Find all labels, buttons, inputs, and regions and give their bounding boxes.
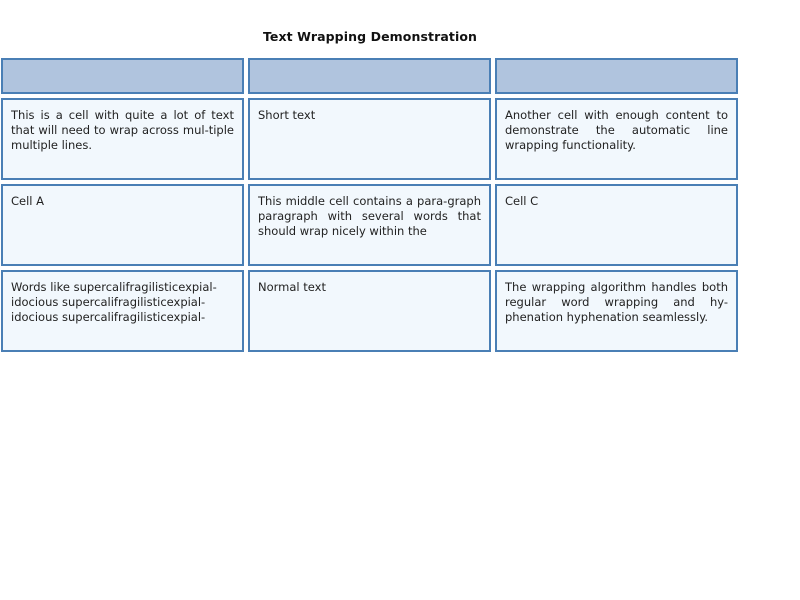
cell-text-r3c2: Normal text: [258, 280, 326, 294]
table-header: [1, 58, 738, 94]
table-body: This is a cell with quite a lot of text …: [1, 98, 738, 352]
table-cell-r3c3[interactable]: The wrapping algorithm handles both regu…: [495, 270, 738, 352]
cell-text-r1c1: This is a cell with quite a lot of text …: [11, 108, 234, 152]
cell-text-r2c1: Cell A: [11, 194, 45, 208]
header-cell-3[interactable]: [495, 58, 738, 94]
text-wrapping-table: This is a cell with quite a lot of text …: [0, 54, 742, 356]
cell-text-r3c1: Words like supercalifragilisticexpial-id…: [11, 280, 217, 324]
cell-text-r1c2: Short text: [258, 108, 316, 122]
table-cell-r3c1[interactable]: Words like supercalifragilisticexpial-id…: [1, 270, 244, 352]
table-cell-r1c3[interactable]: Another cell with enough content to demo…: [495, 98, 738, 180]
table-cell-r1c1[interactable]: This is a cell with quite a lot of text …: [1, 98, 244, 180]
table-header-row: [1, 58, 738, 94]
cell-text-r2c3: Cell C: [505, 194, 539, 208]
cell-text-r3c3: The wrapping algorithm handles both regu…: [505, 280, 728, 324]
table-row: Words like supercalifragilisticexpial-id…: [1, 270, 738, 352]
cell-text-r1c3: Another cell with enough content to demo…: [505, 108, 728, 152]
table-cell-r3c2[interactable]: Normal text: [248, 270, 491, 352]
table-cell-r2c2[interactable]: This middle cell contains a para-graph p…: [248, 184, 491, 266]
cell-text-r2c2: This middle cell contains a para-graph p…: [258, 194, 481, 238]
table-cell-r1c2[interactable]: Short text: [248, 98, 491, 180]
header-cell-2[interactable]: [248, 58, 491, 94]
table-cell-r2c3[interactable]: Cell C: [495, 184, 738, 266]
table-cell-r2c1[interactable]: Cell A: [1, 184, 244, 266]
table-row: Cell A This middle cell contains a para-…: [1, 184, 738, 266]
table-row: This is a cell with quite a lot of text …: [1, 98, 738, 180]
page-title: Text Wrapping Demonstration: [262, 29, 478, 44]
header-cell-1[interactable]: [1, 58, 244, 94]
